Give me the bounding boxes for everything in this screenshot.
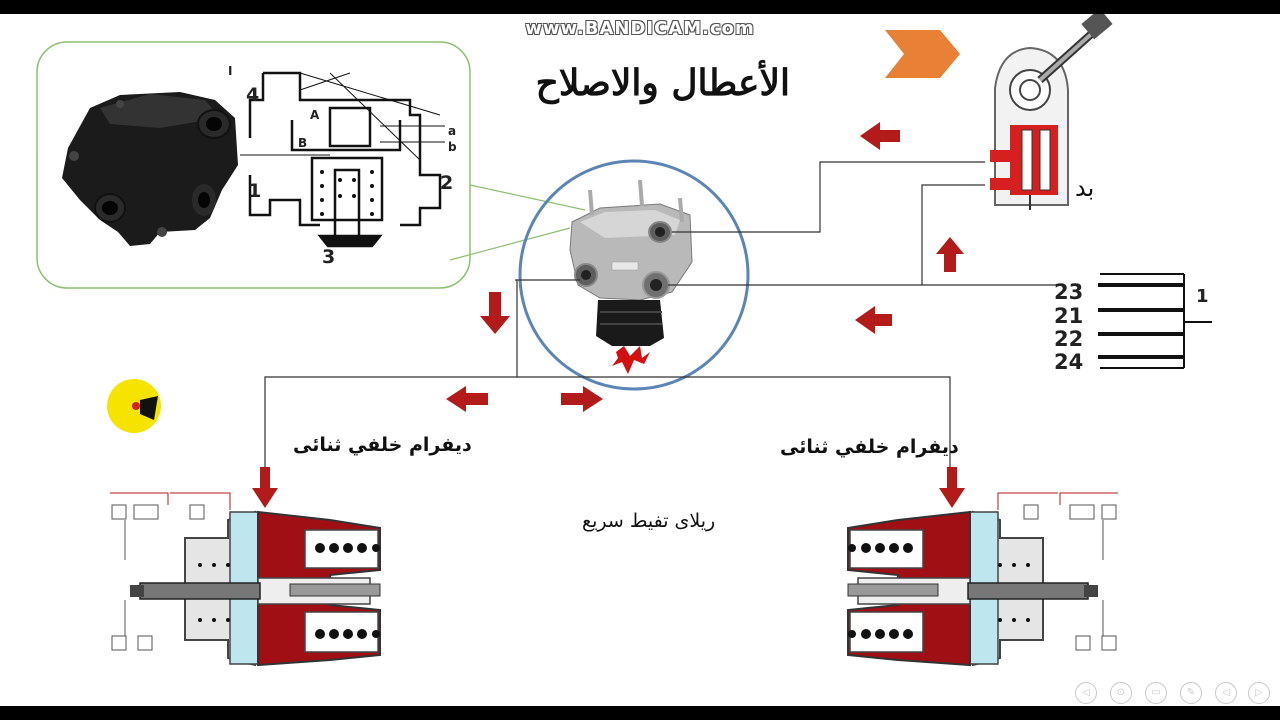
inset-letter-a-upper: A (310, 108, 319, 122)
slide: www.BANDICAM.com الأعطال والاصلاح 4 1 2 … (0, 14, 1280, 706)
zoom-icon[interactable]: ⊙ (1110, 682, 1132, 704)
port-22: 22 (1054, 327, 1083, 351)
menu-icon[interactable]: ▭ (1145, 682, 1167, 704)
relay-label: ريلاى تفيط سريع (582, 510, 715, 532)
port-block (1098, 274, 1212, 368)
arrow-up (936, 237, 964, 272)
inset-letter-b-lower: b (448, 140, 457, 154)
nav-prev-icon[interactable]: ◁ (1075, 682, 1097, 704)
inset-port-2: 2 (440, 172, 453, 194)
inset-letter-i: I (228, 64, 232, 78)
bandicam-watermark: www.BANDICAM.com (0, 18, 1280, 39)
diagram-svg (0, 14, 1280, 706)
inset-letter-a-lower: a (448, 124, 456, 138)
brake-chamber-left (110, 485, 380, 665)
valve-section-inset (240, 73, 445, 246)
port-21: 21 (1054, 304, 1083, 328)
arrow-left-top (860, 122, 900, 150)
inset-port-1: 1 (248, 180, 261, 202)
arrow-right-low (561, 386, 603, 412)
arrow-down-right-chamber (939, 467, 965, 508)
pen-icon[interactable]: ✎ (1180, 682, 1202, 704)
inset-port-4: 4 (246, 84, 259, 106)
diaphragm-left-label: ديفرام خلفي ثنائى (293, 434, 472, 456)
settings-icon[interactable]: ◁ (1215, 682, 1237, 704)
arrow-down-left-chamber (252, 467, 278, 508)
brake-chamber-right (848, 493, 1118, 665)
port-24: 24 (1054, 350, 1083, 374)
arrow-left-mid (855, 306, 892, 334)
exhaust-burst-icon (612, 346, 650, 374)
diaphragm-right-label: ديفرام خلفي ثنائى (780, 436, 959, 458)
relay-valve-photo (570, 180, 692, 374)
inset-port-3: 3 (322, 246, 335, 268)
ba-label: بد (1075, 174, 1094, 202)
arrow-down (480, 292, 510, 334)
nav-next-icon[interactable]: ▷ (1248, 682, 1270, 704)
port-block-tag: 1 (1196, 286, 1209, 307)
slide-title: الأعطال والاصلاح (536, 62, 790, 104)
arrow-left-low (446, 386, 488, 412)
port-23: 23 (1054, 280, 1083, 304)
valve-photo-inset (62, 92, 238, 246)
inset-letter-b-upper: B (298, 136, 307, 150)
